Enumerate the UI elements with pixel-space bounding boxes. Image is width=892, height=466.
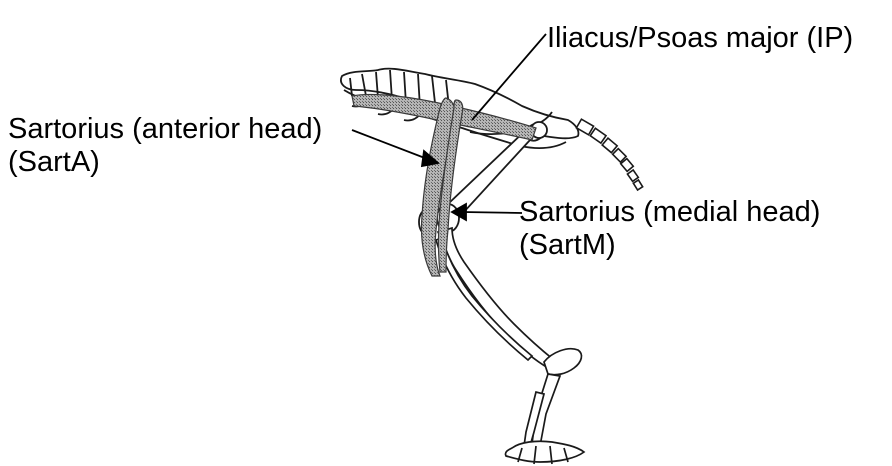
label-sartorius-anterior-line2: (SartA) [8, 146, 322, 179]
leader-sartorius-anterior [352, 130, 430, 160]
label-sartorius-medial-line1: Sartorius (medial head) [519, 196, 820, 229]
label-iliopsoas: Iliacus/Psoas major (IP) [547, 22, 853, 55]
label-sartorius-medial: Sartorius (medial head) (SartM) [519, 196, 820, 262]
ankle-foot [505, 349, 584, 464]
tail-vertebrae [576, 119, 642, 190]
label-sartorius-medial-line2: (SartM) [519, 229, 820, 262]
label-sartorius-anterior: Sartorius (anterior head) (SartA) [8, 113, 322, 179]
label-iliopsoas-line1: Iliacus/Psoas major (IP) [547, 22, 853, 55]
leader-iliopsoas [472, 34, 546, 120]
label-sartorius-anterior-line1: Sartorius (anterior head) [8, 113, 322, 146]
leader-sartorius-medial [462, 212, 522, 213]
